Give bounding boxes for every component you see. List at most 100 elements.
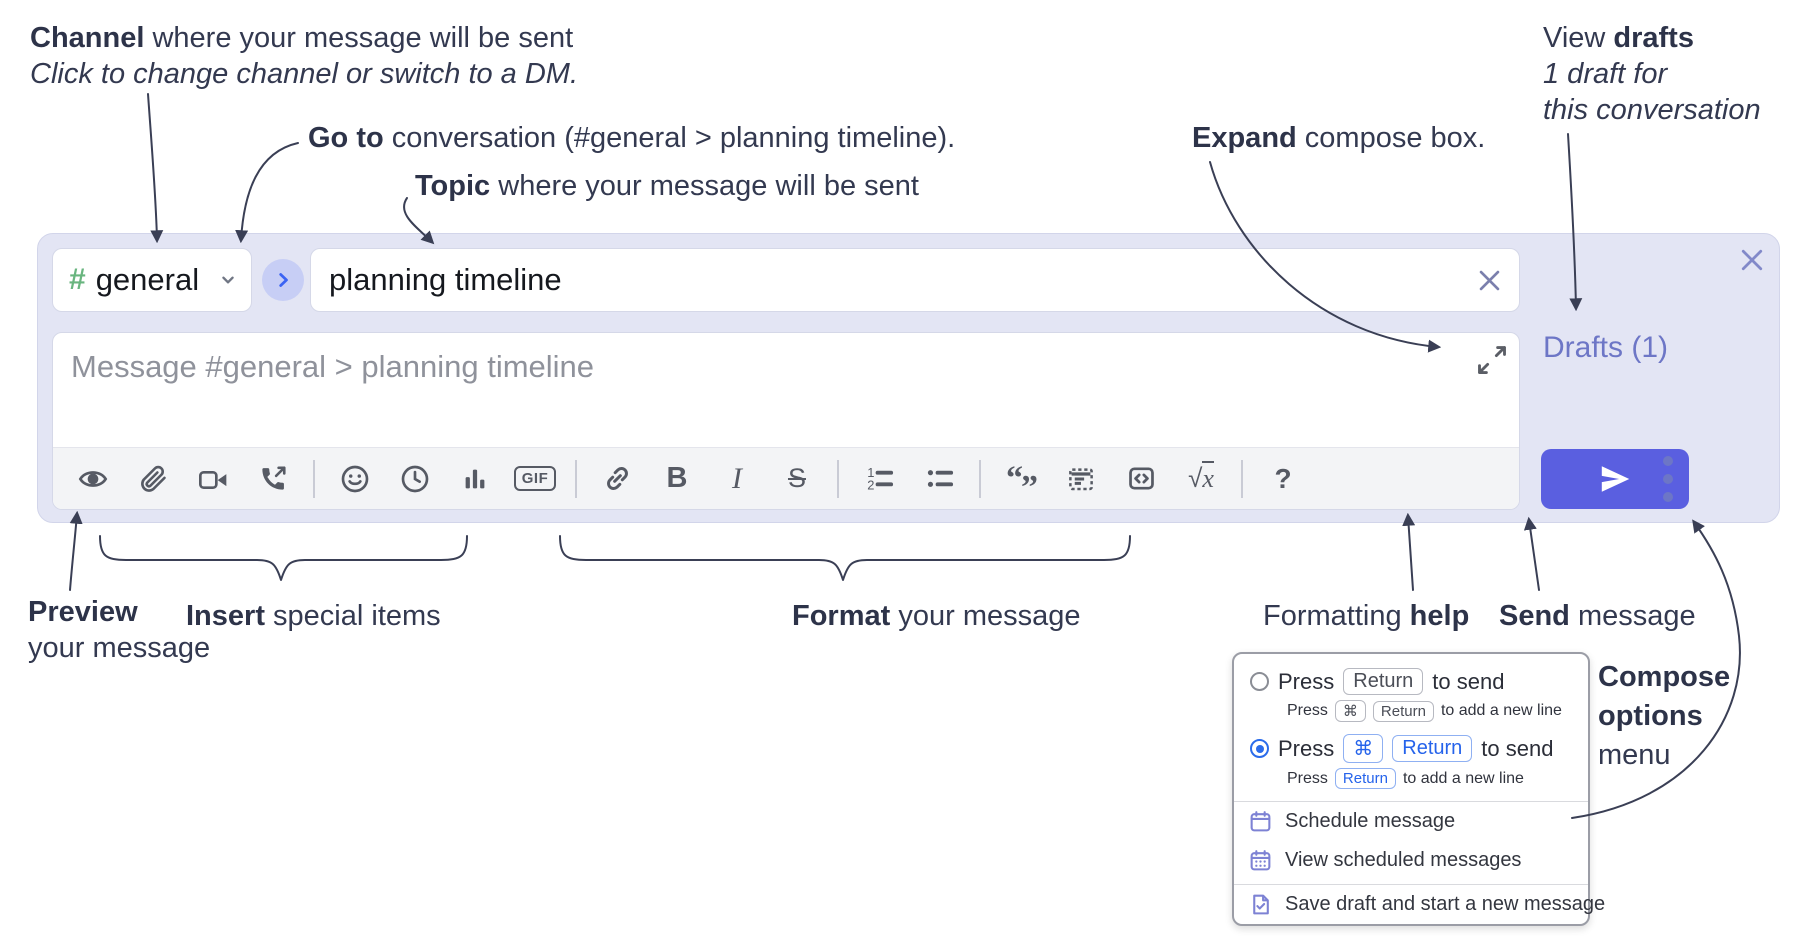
toolbar-separator (1241, 459, 1243, 498)
brace-format (559, 535, 1131, 581)
menu-row-enter-to-send-hint: Press ⌘ Return to add a new line (1287, 700, 1562, 722)
document-check-icon (1253, 894, 1269, 915)
strikethrough-button[interactable]: S (767, 456, 827, 502)
arrow-preview (69, 510, 83, 591)
math-icon: √x (1188, 461, 1214, 493)
code-icon (1128, 467, 1154, 490)
annotation-view-drafts: View drafts 1 draft for this conversatio… (1543, 22, 1761, 126)
channel-selector[interactable]: # general (52, 248, 252, 312)
menu-item-view-scheduled[interactable]: View scheduled messages (1234, 841, 1588, 880)
bold-icon: B (666, 462, 688, 494)
key-return: Return (1343, 668, 1424, 695)
menu-item-save-draft[interactable]: Save draft and start a new message (1234, 885, 1605, 924)
key-return: Return (1392, 735, 1473, 762)
menu-divider (1234, 884, 1588, 885)
annotation-channel-rest: where your message will be sent (144, 22, 574, 54)
menu-row-cmd-enter-to-send[interactable]: Press ⌘ Return to send (1234, 730, 1588, 763)
compose-box: # general (37, 233, 1780, 523)
gif-button[interactable]: GIF (505, 456, 565, 502)
radio-selected[interactable] (1250, 739, 1269, 758)
vertical-ellipsis-icon (1663, 456, 1673, 502)
key-cmd: ⌘ (1334, 700, 1366, 722)
formatting-help-button[interactable]: ? (1253, 456, 1313, 502)
menu-item-schedule-message[interactable]: Schedule message (1234, 802, 1588, 841)
quote-icon: “” (1006, 459, 1038, 506)
toolbar-separator (313, 459, 315, 498)
poll-button[interactable] (445, 456, 505, 502)
video-camera-icon (199, 470, 227, 489)
math-button[interactable]: √x (1171, 456, 1231, 502)
close-compose-button[interactable] (1734, 242, 1770, 278)
arrow-send (1523, 516, 1540, 591)
bulleted-list-button[interactable] (909, 456, 969, 502)
arrow-goto (235, 142, 299, 244)
time-button[interactable] (385, 456, 445, 502)
key-cmd: ⌘ (1343, 734, 1384, 763)
compose-options-button[interactable] (1654, 452, 1682, 506)
question-mark-icon: ? (1274, 462, 1292, 494)
quote-button[interactable]: “” (991, 456, 1051, 506)
expand-compose-icon[interactable] (1477, 345, 1507, 375)
annotation-format: Format your message (792, 600, 1081, 632)
brace-insert (99, 535, 468, 581)
video-call-button[interactable] (183, 456, 243, 502)
audio-call-button[interactable] (243, 456, 303, 502)
topic-field (310, 248, 1520, 312)
strikethrough-icon: S (787, 463, 806, 493)
svg-text:1: 1 (867, 465, 874, 480)
preview-button[interactable] (63, 456, 123, 502)
spoiler-icon (1069, 467, 1093, 490)
annotation-channel-sub: Click to change channel or switch to a D… (30, 58, 579, 90)
attach-file-button[interactable] (123, 456, 183, 502)
topic-input[interactable] (329, 262, 1476, 298)
clear-topic-icon[interactable] (1476, 267, 1503, 294)
smiley-icon (341, 465, 369, 492)
close-icon (1741, 249, 1763, 271)
arrow-channel (147, 93, 164, 244)
annotation-topic: Topic where your message will be sent (415, 170, 919, 202)
spoiler-button[interactable] (1051, 456, 1111, 502)
numbered-list-icon: 1 2 (867, 465, 893, 492)
annotation-goto: Go to conversation (#general > planning … (308, 122, 956, 154)
compose-options-menu: Press Return to send Press ⌘ Return to a… (1232, 652, 1605, 926)
annotation-channel: Channel where your message will be sent … (30, 20, 578, 92)
toolbar-separator (837, 459, 839, 498)
eye-icon (78, 470, 108, 487)
annotation-compose-options: Compose options menu (1598, 661, 1731, 771)
annotation-channel-bold: Channel (30, 22, 145, 54)
drafts-link[interactable]: Drafts (1) (1543, 331, 1669, 364)
clock-icon (401, 465, 429, 492)
annotation-formatting-help: Formatting help (1263, 600, 1470, 632)
code-button[interactable] (1111, 456, 1171, 502)
annotation-expand: Expand compose box. (1192, 122, 1486, 154)
annotation-send: Send message (1499, 600, 1696, 632)
send-plane-icon (1601, 466, 1630, 492)
arrow-formatting-help (1402, 512, 1416, 591)
compose-toolbar: GIF B I S (53, 447, 1519, 509)
chevron-right-icon (279, 273, 288, 287)
link-icon (606, 467, 628, 490)
key-return: Return (1334, 768, 1396, 789)
annotation-preview: Preview your message (28, 596, 211, 664)
toolbar-separator (575, 459, 577, 498)
toolbar-separator (979, 459, 981, 498)
calendar-icon (1250, 811, 1271, 832)
menu-row-enter-to-send[interactable]: Press Return to send (1234, 664, 1588, 695)
bulleted-list-icon (927, 470, 953, 487)
numbered-list-button[interactable]: 1 2 (849, 456, 909, 502)
phone-call-icon (262, 465, 286, 490)
key-return: Return (1372, 700, 1434, 722)
calendar-grid-icon (1250, 850, 1271, 871)
bold-button[interactable]: B (647, 456, 707, 502)
radio-unselected[interactable] (1250, 672, 1269, 691)
go-to-conversation-button[interactable] (262, 259, 304, 301)
channel-name: general (95, 262, 200, 297)
annotation-insert: Insert special items (186, 600, 441, 632)
emoji-button[interactable] (325, 456, 385, 502)
italic-button[interactable]: I (707, 456, 767, 502)
link-button[interactable] (587, 456, 647, 502)
message-input[interactable] (53, 333, 1519, 447)
svg-text:2: 2 (867, 477, 874, 492)
bar-chart-icon (465, 469, 485, 488)
